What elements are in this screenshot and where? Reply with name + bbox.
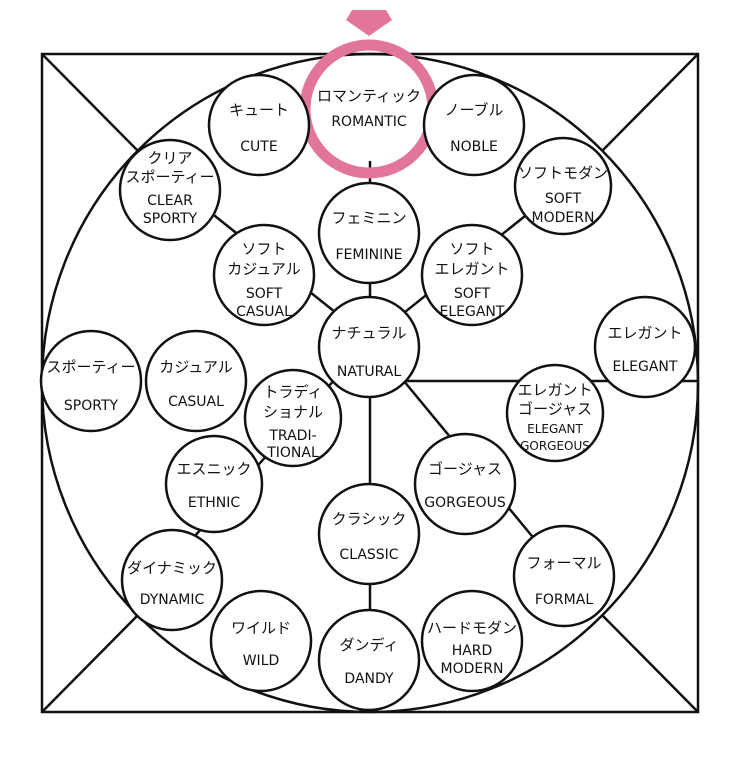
- node-romantic: ロマンティック ROMANTIC: [317, 57, 421, 161]
- node-label-en: ELEGANT: [440, 304, 505, 320]
- node-label-en: CLEAR: [147, 193, 193, 209]
- node-traditional: トラディ ショナル TRADI- TIONAL: [243, 368, 343, 468]
- node-label-jp: エレガント: [434, 260, 509, 278]
- node-soft-casual: ソフト カジュアル SOFT CASUAL: [212, 223, 316, 327]
- node-label-jp: ソフト: [449, 240, 494, 258]
- node-label-jp: ハードモダン: [427, 619, 517, 637]
- node-label-en: FEMININE: [335, 247, 402, 263]
- gem-icon: [346, 10, 392, 36]
- node-label-jp: フォーマル: [526, 554, 601, 572]
- node-label-en: SOFT: [246, 286, 283, 302]
- node-clear-sporty: クリア スポーティー CLEAR SPORTY: [118, 138, 222, 242]
- node-elegant-gorgeous: エレガント ゴージャス ELEGANT GORGEOUS: [505, 363, 605, 463]
- node-label-en: CLASSIC: [339, 547, 398, 563]
- node-label-en: TIONAL: [266, 445, 319, 461]
- node-label-jp: カジュアル: [159, 358, 233, 376]
- node-label-jp: エスニック: [176, 460, 251, 478]
- node-label-en: ROMANTIC: [331, 114, 407, 130]
- node-label-en: SOFT: [454, 286, 491, 302]
- node-label-jp: クラシック: [332, 510, 407, 528]
- node-sporty: スポーティー SPORTY: [39, 329, 143, 433]
- node-ethnic: エスニック ETHNIC: [164, 434, 264, 534]
- node-label-en: CASUAL: [168, 394, 224, 410]
- node-formal: フォーマル FORMAL: [512, 524, 616, 628]
- node-noble: ノーブル NOBLE: [422, 73, 526, 177]
- node-soft-modern: ソフトモダン SOFT MODERN: [513, 136, 613, 236]
- node-label-en: HARD: [452, 643, 493, 659]
- node-soft-elegant: ソフト エレガント SOFT ELEGANT: [420, 223, 524, 327]
- node-label-en: MODERN: [532, 210, 595, 226]
- node-label-en: TRADI-: [268, 428, 316, 444]
- node-label-jp: ゴージャス: [428, 460, 502, 478]
- node-label-jp: クリア: [147, 149, 192, 167]
- node-classic: クラシック CLASSIC: [317, 482, 421, 586]
- node-label-jp: ソフトモダン: [518, 164, 608, 182]
- node-label-jp: スポーティー: [46, 358, 135, 376]
- node-group: ロマンティック ROMANTIC キュート CUTE ノーブル NOBLE クリ…: [39, 57, 697, 712]
- node-label-en: ETHNIC: [188, 495, 241, 511]
- node-elegant: エレガント ELEGANT: [593, 295, 697, 399]
- node-label-en: ELEGANT: [527, 422, 583, 436]
- node-label-en: SOFT: [545, 191, 582, 207]
- node-label-en: MODERN: [441, 661, 504, 677]
- node-label-jp: ナチュラル: [331, 324, 406, 342]
- node-label-en: CASUAL: [236, 304, 292, 320]
- node-casual: カジュアル CASUAL: [144, 329, 248, 433]
- node-label-jp: カジュアル: [227, 260, 301, 278]
- node-label-jp: トラディ: [264, 383, 323, 401]
- node-label-en: WILD: [243, 653, 280, 669]
- node-label-jp: ノーブル: [444, 101, 503, 119]
- node-dandy: ダンディ DANDY: [317, 608, 421, 712]
- node-natural: ナチュラル NATURAL: [317, 295, 421, 399]
- node-label-jp: ゴージャス: [518, 400, 592, 418]
- node-label-en: NATURAL: [337, 364, 401, 380]
- node-feminine: フェミニン FEMININE: [317, 181, 421, 285]
- node-label-en: FORMAL: [535, 592, 593, 608]
- node-label-jp: ダンディ: [340, 636, 399, 654]
- node-gorgeous: ゴージャス GORGEOUS: [413, 432, 517, 536]
- node-label-en: GORGEOUS: [424, 495, 506, 511]
- node-label-jp: ショナル: [263, 403, 323, 421]
- node-label-jp: フェミニン: [331, 209, 406, 227]
- node-label-en: NOBLE: [450, 139, 498, 155]
- node-cute: キュート CUTE: [207, 73, 311, 177]
- node-label-jp: キュート: [229, 101, 289, 119]
- node-label-jp: ダイナミック: [127, 559, 217, 577]
- node-label-en: SPORTY: [64, 398, 119, 414]
- node-label-jp: エレガント: [517, 381, 592, 399]
- node-dynamic: ダイナミック DYNAMIC: [120, 528, 224, 632]
- node-label-en: CUTE: [240, 139, 277, 155]
- node-label-jp: スポーティー: [125, 168, 214, 186]
- node-label-en: GORGEOUS: [520, 439, 590, 453]
- node-label-jp: ロマンティック: [317, 87, 421, 105]
- node-label-en: SPORTY: [143, 211, 198, 227]
- corner-diagonals: [41, 53, 699, 713]
- node-hard-modern: ハードモダン HARD MODERN: [420, 589, 524, 693]
- node-wild: ワイルド WILD: [209, 589, 313, 693]
- node-label-en: DANDY: [344, 671, 394, 687]
- node-label-jp: ソフト: [241, 240, 286, 258]
- node-label-jp: ワイルド: [231, 619, 291, 637]
- node-label-en: ELEGANT: [613, 359, 678, 375]
- node-label-jp: エレガント: [607, 324, 682, 342]
- node-label-en: DYNAMIC: [140, 592, 205, 608]
